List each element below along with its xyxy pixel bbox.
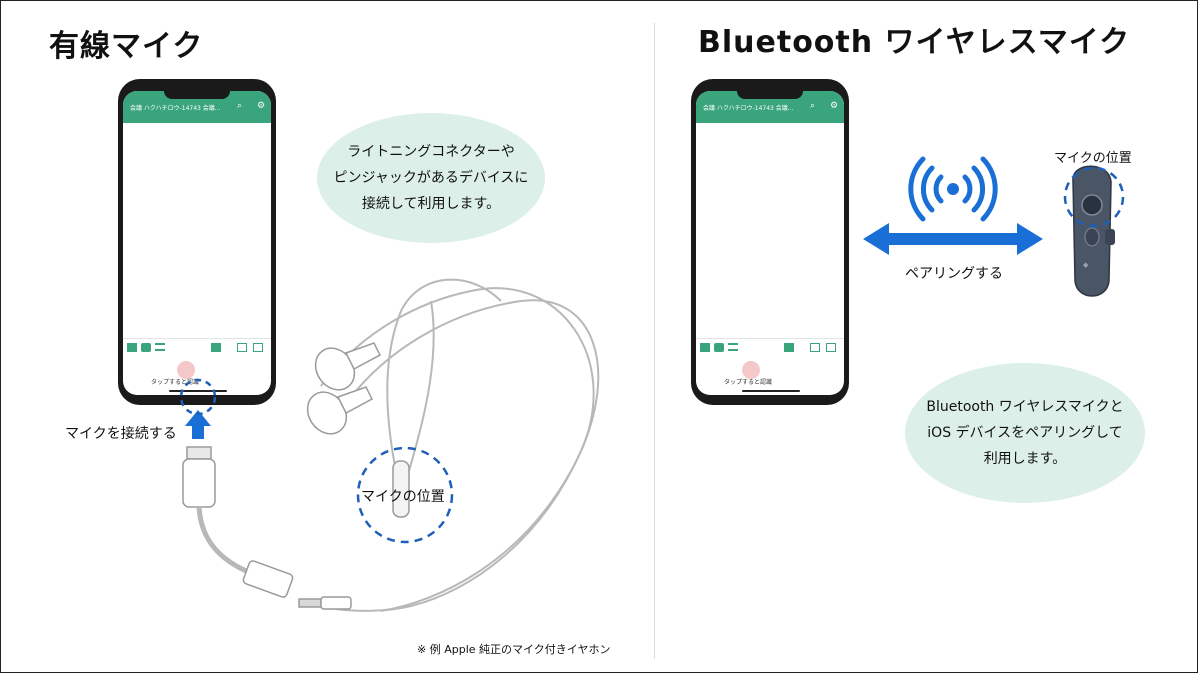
- earbud-lower: [306, 386, 373, 435]
- bluetooth-info-bubble: Bluetooth ワイヤレスマイクと iOS デバイスをペアリングして 利用し…: [905, 363, 1145, 503]
- keyboard-icon: [253, 343, 263, 352]
- gear-icon: ⚙: [830, 101, 839, 111]
- section-divider: [654, 23, 655, 659]
- app-toolbar: [123, 338, 271, 357]
- bubble-line-1: Bluetooth ワイヤレスマイクと: [926, 399, 1124, 415]
- app-title: 会議 ハクハチロウ-14743 会議...: [130, 105, 221, 112]
- speaker-icon: [237, 343, 247, 352]
- user-icon: [211, 343, 221, 352]
- home-indicator: [742, 390, 800, 392]
- bubble-line-2: iOS デバイスをペアリングして: [927, 425, 1123, 441]
- gear-icon: ⚙: [257, 101, 266, 111]
- mic-position-circle-wired: [356, 446, 454, 544]
- mic-position-circle-bluetooth: [1063, 166, 1125, 228]
- mic-position-label-wired: マイクの位置: [361, 489, 445, 505]
- bluetooth-headset: ◆: [1072, 165, 1115, 297]
- phone-screen: 会議 ハクハチロウ-14743 会議... ⌕ ⚙ タップすると認識: [123, 91, 271, 395]
- list-icon: [728, 343, 738, 351]
- phone-screen: 会議 ハクハチロウ-14743 会議... ⌕ ⚙ タップすると認識: [696, 91, 844, 395]
- tap-to-recognize-label: タップすると認識: [724, 379, 773, 386]
- phone-notch: [737, 85, 803, 99]
- app-title: 会議 ハクハチロウ-14743 会議...: [703, 105, 794, 112]
- comment-icon: [141, 343, 151, 352]
- phone-bluetooth: 会議 ハクハチロウ-14743 会議... ⌕ ⚙ タップすると認識: [691, 79, 849, 405]
- mic-character-icon: [742, 361, 760, 379]
- user-icon: [784, 343, 794, 352]
- pairing-label: ペアリングする: [905, 266, 1003, 282]
- wireless-signal-icon: [908, 156, 998, 222]
- home-indicator: [169, 390, 227, 392]
- mic-character-icon: [177, 361, 195, 379]
- bluetooth-mic-title: Bluetooth ワイヤレスマイク: [698, 25, 1131, 60]
- inline-mic-remote: [392, 460, 410, 518]
- bubble-line-3: 接続して利用します。: [361, 196, 501, 212]
- bubble-line-3: 利用します。: [983, 451, 1067, 467]
- mic-position-label-bluetooth: マイクの位置: [1054, 151, 1132, 166]
- phone-wired: 会議 ハクハチロウ-14743 会議... ⌕ ⚙ タップすると認識: [118, 79, 276, 405]
- tap-to-recognize-label: タップすると認識: [151, 379, 200, 386]
- bubble-line-2: ピンジャックがあるデバイスに: [333, 170, 529, 186]
- phone-notch: [164, 85, 230, 99]
- connect-mic-label: マイクを接続する: [65, 426, 177, 442]
- comment-icon: [714, 343, 724, 352]
- footnote: ※ 例 Apple 純正のマイク付きイヤホン: [417, 643, 611, 656]
- list-icon: [155, 343, 165, 351]
- app-toolbar: [696, 338, 844, 357]
- lightning-adapter: [182, 446, 294, 598]
- image-icon: [127, 343, 137, 352]
- search-icon: ⌕: [810, 101, 816, 111]
- search-icon: ⌕: [237, 101, 243, 111]
- double-arrow-icon: [863, 223, 1043, 255]
- wired-mic-title: 有線マイク: [49, 29, 204, 64]
- image-icon: [700, 343, 710, 352]
- headphone-jack: [298, 596, 352, 610]
- keyboard-icon: [826, 343, 836, 352]
- up-arrow-icon: [185, 410, 211, 439]
- svg-text:◆: ◆: [1083, 261, 1089, 269]
- wired-info-bubble: ライトニングコネクターや ピンジャックがあるデバイスに 接続して利用します。: [317, 113, 545, 243]
- earbud-upper: [314, 342, 381, 391]
- bubble-line-1: ライトニングコネクターや: [347, 144, 515, 160]
- speaker-icon: [810, 343, 820, 352]
- app-header: 会議 ハクハチロウ-14743 会議... ⌕ ⚙: [696, 91, 844, 123]
